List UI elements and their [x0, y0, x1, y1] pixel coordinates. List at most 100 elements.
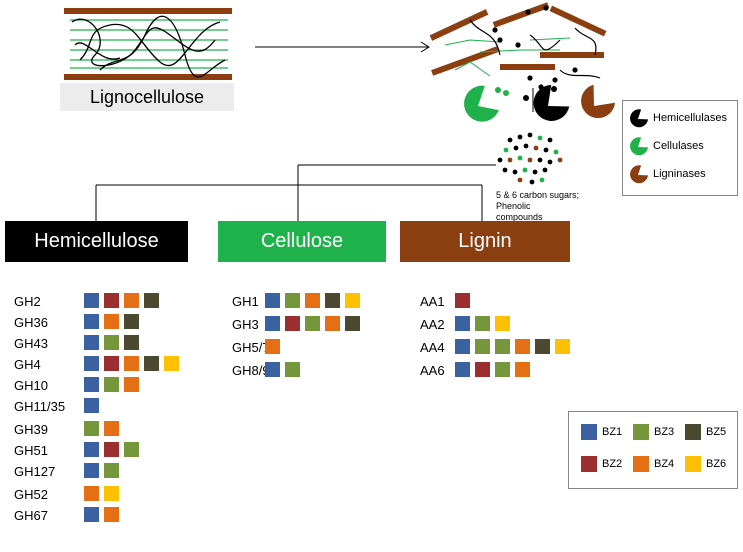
bz-presence-square: [455, 362, 470, 377]
bz-presence-square: [84, 314, 99, 329]
bz-presence-square: [104, 335, 119, 350]
family-label: AA1: [420, 294, 445, 309]
bz-presence-square: [104, 377, 119, 392]
cellulase-icon: [630, 137, 648, 156]
process-arrow: [255, 41, 430, 53]
bz1-label: BZ1: [602, 426, 623, 438]
enzyme-legend: Hemicellulases Cellulases Ligninases: [622, 100, 738, 196]
family-label: AA4: [420, 340, 445, 355]
bz-presence-square: [455, 316, 470, 331]
bz-presence-square: [515, 339, 530, 354]
family-label: GH2: [14, 294, 41, 309]
bz-presence-square: [84, 398, 99, 413]
bz-presence-square: [124, 442, 139, 457]
bz-presence-square: [124, 356, 139, 371]
bz-presence-square: [495, 316, 510, 331]
bz6-label: BZ6: [706, 458, 727, 470]
bz-presence-square: [84, 463, 99, 478]
bz-presence-square: [305, 293, 320, 308]
family-label: GH1: [232, 294, 259, 309]
bz-presence-square: [285, 293, 300, 308]
bz-presence-square: [124, 377, 139, 392]
bz-presence-square: [144, 293, 159, 308]
bz-presence-square: [345, 316, 360, 331]
bz-presence-square: [104, 356, 119, 371]
bz-presence-square: [124, 314, 139, 329]
bz-presence-square: [285, 316, 300, 331]
lignocellulose-label: Lignocellulose: [60, 83, 234, 111]
bz-presence-square: [104, 442, 119, 457]
bz-presence-square: [144, 356, 159, 371]
sugars-label-2: Phenolic: [496, 201, 531, 211]
bz2-swatch: [581, 456, 597, 472]
bz-presence-square: [124, 293, 139, 308]
degraded-fibre-illustration: [429, 2, 607, 112]
bz-presence-square: [475, 339, 490, 354]
enzyme-legend-icons: [630, 109, 648, 184]
bz-presence-square: [84, 293, 99, 308]
bz-presence-square: [285, 362, 300, 377]
bz-presence-square: [104, 293, 119, 308]
family-label: GH39: [14, 422, 48, 437]
bz5-swatch: [685, 424, 701, 440]
bz-presence-square: [495, 362, 510, 377]
bz-presence-square: [265, 316, 280, 331]
bz4-label: BZ4: [654, 458, 675, 470]
bz-legend: BZ1 BZ3 BZ5 BZ2 BZ4 BZ6: [568, 411, 738, 489]
family-label: GH52: [14, 487, 48, 502]
bz-presence-square: [84, 421, 99, 436]
family-label: GH51: [14, 443, 48, 458]
tree-connectors: [95, 164, 496, 221]
family-label: GH36: [14, 315, 48, 330]
bz-presence-square: [515, 362, 530, 377]
ligninases-label: Ligninases: [653, 168, 706, 180]
family-label: GH4: [14, 357, 41, 372]
bz-presence-square: [84, 335, 99, 350]
bz1-swatch: [581, 424, 597, 440]
ligninase-icon: [630, 165, 648, 184]
bz-presence-square: [84, 356, 99, 371]
family-label: GH11/35: [14, 399, 66, 414]
bz4-swatch: [633, 456, 649, 472]
bz3-label: BZ3: [654, 426, 675, 438]
bz-presence-square: [84, 377, 99, 392]
sugar-molecules: [497, 132, 563, 185]
bz-presence-square: [84, 442, 99, 457]
bz-presence-square: [84, 486, 99, 501]
family-label: GH67: [14, 508, 48, 523]
family-label: AA6: [420, 363, 445, 378]
lignin-header: Lignin: [400, 221, 570, 262]
cellulases-label: Cellulases: [653, 140, 704, 152]
bz-presence-square: [455, 339, 470, 354]
bz-presence-square: [104, 507, 119, 522]
bz-presence-square: [475, 316, 490, 331]
family-label: GH10: [14, 378, 48, 393]
bz5-label: BZ5: [706, 426, 727, 438]
bz-presence-square: [455, 293, 470, 308]
bz6-swatch: [685, 456, 701, 472]
cellulose-header: Cellulose: [218, 221, 386, 262]
bz-presence-square: [265, 293, 280, 308]
hemicellulases-label: Hemicellulases: [653, 112, 727, 124]
sugars-label-3: compounds: [496, 212, 543, 222]
enzyme-pacmen: [464, 84, 616, 122]
family-label: GH8/9: [232, 363, 270, 378]
bz-presence-square: [345, 293, 360, 308]
bz3-swatch: [633, 424, 649, 440]
lignocellulose-illustration: [64, 8, 232, 80]
bz-presence-square: [104, 463, 119, 478]
hemicellulase-icon: [630, 109, 648, 128]
family-label: GH127: [14, 464, 56, 479]
bz-presence-square: [325, 316, 340, 331]
bz-presence-square: [305, 316, 320, 331]
bz-presence-square: [325, 293, 340, 308]
bz-presence-square: [164, 356, 179, 371]
family-label: GH43: [14, 336, 48, 351]
bz-presence-square: [124, 335, 139, 350]
bz-presence-square: [84, 507, 99, 522]
bz-presence-square: [535, 339, 550, 354]
bz2-label: BZ2: [602, 458, 623, 470]
bz-presence-square: [104, 421, 119, 436]
hemicellulose-header: Hemicellulose: [5, 221, 188, 262]
